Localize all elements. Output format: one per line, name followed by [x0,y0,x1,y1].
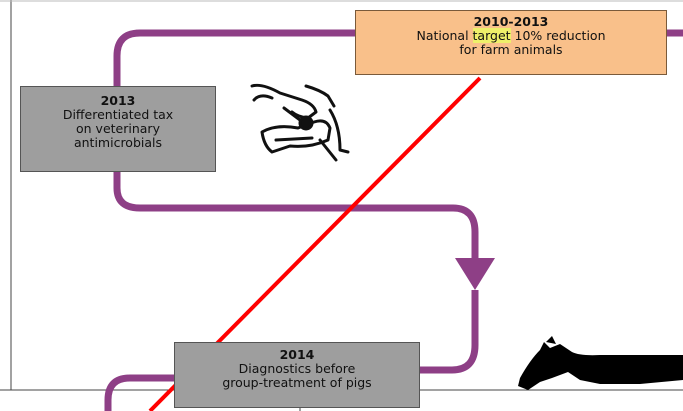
step-box-2010-2013: 2010-2013 National target 10% reduction … [355,10,667,75]
step-year: 2013 [100,93,136,108]
flow-path-top [113,29,355,86]
step-year: 2010-2013 [473,14,549,29]
step-text-line: Differentiated tax [62,107,174,122]
step-text-line: Diagnostics before [238,361,356,376]
step-box-2013: 2013 Differentiated tax on veterinary an… [20,86,216,172]
highlighted-word: target [472,28,511,43]
step-text-line: on veterinary [76,121,160,136]
hands-exchanging-money-icon [250,83,350,162]
flow-path-middle [113,172,479,258]
flow-path-bottom-left [104,374,174,411]
step-text-line: antimicrobials [73,135,163,150]
flow-path-lower [420,290,479,374]
step-text-line: for farm animals [459,42,563,57]
step-year: 2014 [279,347,315,362]
step-text-line: National target 10% reduction [416,28,606,43]
step-box-2014: 2014 Diagnostics before group-treatment … [174,342,420,408]
step-text-line: group-treatment of pigs [222,375,372,390]
cow-silhouette-icon [518,336,683,390]
flow-arrow-down [455,258,495,290]
